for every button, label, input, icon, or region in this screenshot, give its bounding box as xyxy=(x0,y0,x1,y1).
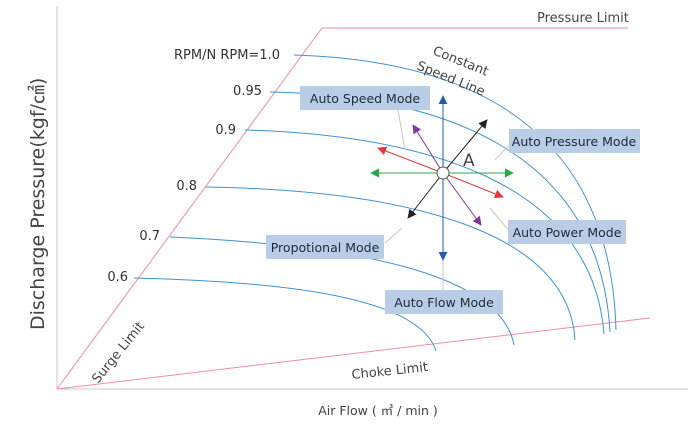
arrow-lower-right-purple xyxy=(442,172,482,226)
rpm-label-0.9: 0.9 xyxy=(215,123,236,138)
rpm-label-0.6: 0.6 xyxy=(107,270,128,285)
choke-limit-label: Choke Limit xyxy=(351,360,429,383)
arrow-lower-right-red xyxy=(442,172,504,199)
leader-propotional xyxy=(384,227,403,244)
arrow-lower-left xyxy=(407,172,444,219)
speed-curve-0.6 xyxy=(133,277,437,352)
mode-auto-flow-label: Auto Flow Mode xyxy=(394,295,494,310)
rpm-label-1.0: RPM/N RPM=1.0 xyxy=(174,48,280,63)
mode-auto-flow: Auto Flow Mode xyxy=(385,290,503,314)
leader-auto-power xyxy=(489,207,511,233)
surge-limit-line xyxy=(56,27,323,390)
arrow-upper-left-purple xyxy=(412,124,444,174)
surge-limit-label: Surge Limit xyxy=(89,319,147,386)
leader-auto-speed xyxy=(397,109,406,151)
point-a-label: A xyxy=(463,151,475,171)
mode-propotional-label: Propotional Mode xyxy=(271,240,380,255)
speed-curve-0.8 xyxy=(205,186,576,341)
mode-propotional: Propotional Mode xyxy=(266,235,384,259)
mode-auto-power-label: Auto Power Mode xyxy=(513,225,622,240)
mode-auto-pressure: Auto Pressure Mode xyxy=(509,129,640,153)
arrow-upper-left-red xyxy=(377,146,444,174)
pressure-limit-label: Pressure Limit xyxy=(537,11,629,26)
mode-auto-speed: Auto Speed Mode xyxy=(300,86,430,110)
speed-curve-0.9 xyxy=(244,129,605,335)
rpm-label-0.8: 0.8 xyxy=(176,179,197,194)
mode-auto-speed-label: Auto Speed Mode xyxy=(310,91,421,106)
operating-point-a xyxy=(436,166,450,180)
x-axis-title: Air Flow ( ㎥ / min ) xyxy=(318,403,438,418)
speed-curve-1.0 xyxy=(293,54,617,331)
y-axis-title: Discharge Pressure(kgf/㎠) xyxy=(26,78,49,330)
rpm-label-0.95: 0.95 xyxy=(233,84,262,99)
rpm-label-0.7: 0.7 xyxy=(139,229,160,244)
speed-curve-0.7 xyxy=(169,236,515,346)
choke-limit-line xyxy=(56,317,651,390)
arrow-upper-right xyxy=(442,119,488,174)
mode-auto-pressure-label: Auto Pressure Mode xyxy=(512,134,637,149)
mode-auto-power: Auto Power Mode xyxy=(508,220,626,244)
